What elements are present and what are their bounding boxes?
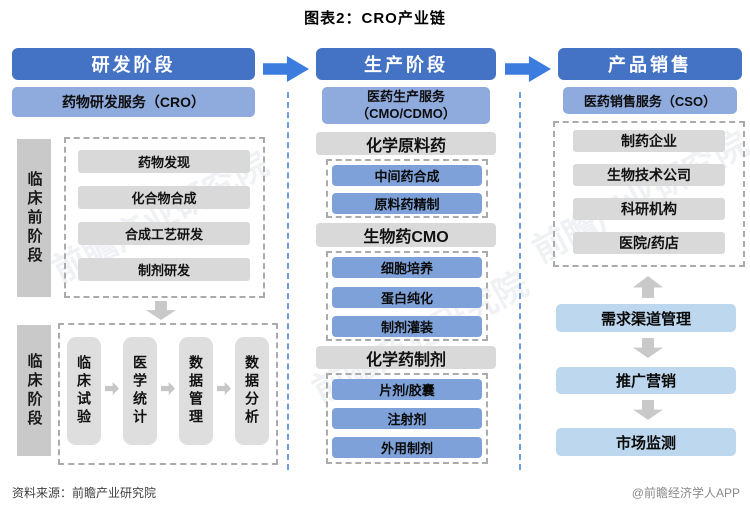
clinical-stage-label: 临床阶段 [17, 325, 51, 456]
column-divider [519, 92, 521, 470]
production-item: 片剂/胶囊 [332, 379, 482, 400]
production-item: 注射剂 [332, 408, 482, 429]
arrow-up-icon [633, 276, 663, 298]
preclinical-stage-label: 临床前阶段 [17, 139, 51, 297]
stage-arrow-right-icon [505, 56, 551, 82]
production-group-label: 化学原料药 [316, 132, 496, 155]
column-divider [287, 92, 289, 470]
sales-flow-item: 市场监测 [556, 428, 736, 456]
source-note: 资料来源：前瞻产业研究院 [12, 486, 157, 500]
arrow-down-icon [633, 338, 663, 358]
clinical-item: 数据管理 [179, 337, 213, 445]
rd-stage-header: 研发阶段 [12, 48, 255, 80]
production-stage-header: 生产阶段 [316, 48, 496, 80]
production-service-subheader: 医药生产服务 （CMO/CDMO） [322, 87, 490, 124]
production-group-label: 生物药CMO [316, 223, 496, 247]
preclinical-item: 合成工艺研发 [78, 222, 250, 245]
production-item: 蛋白纯化 [332, 287, 482, 308]
customers-group-frame [553, 121, 745, 267]
production-group-label: 化学药制剂 [316, 346, 496, 369]
diagram-title: 图表2：CRO产业链 [304, 10, 446, 27]
customer-item: 医院/药店 [573, 232, 725, 254]
clinical-item: 数据分析 [235, 337, 269, 445]
rd-service-subheader: 药物研发服务（CRO） [12, 87, 255, 117]
production-group-frame [326, 251, 488, 341]
stage-arrow-right-icon [263, 56, 309, 82]
sales-stage-header: 产品销售 [558, 48, 742, 80]
arrow-down-icon [633, 400, 663, 420]
arrow-down-icon [146, 301, 176, 320]
clinical-group-frame [58, 323, 278, 465]
production-item: 中间药合成 [332, 165, 482, 186]
sales-service-subheader: 医药销售服务（CSO） [563, 87, 737, 114]
clinical-item: 临床试验 [67, 337, 101, 445]
production-item: 制剂灌装 [332, 316, 482, 337]
production-group-frame [326, 159, 488, 218]
production-item: 原料药精制 [332, 193, 482, 214]
sales-flow-item: 需求渠道管理 [556, 304, 736, 332]
preclinical-item: 药物发现 [78, 150, 250, 173]
production-item: 细胞培养 [332, 257, 482, 278]
preclinical-item: 化合物合成 [78, 186, 250, 209]
sales-flow-item: 推广营销 [556, 367, 736, 394]
customer-item: 生物技术公司 [573, 164, 725, 186]
clinical-item: 医学统计 [123, 337, 157, 445]
production-item: 外用制剂 [332, 437, 482, 458]
preclinical-group-frame [64, 137, 265, 298]
customer-item: 科研机构 [573, 198, 725, 220]
production-group-frame [326, 373, 488, 464]
customer-item: 制药企业 [573, 130, 725, 152]
preclinical-item: 制剂研发 [78, 258, 250, 281]
credit-note: @前瞻经济学人APP [631, 486, 740, 500]
